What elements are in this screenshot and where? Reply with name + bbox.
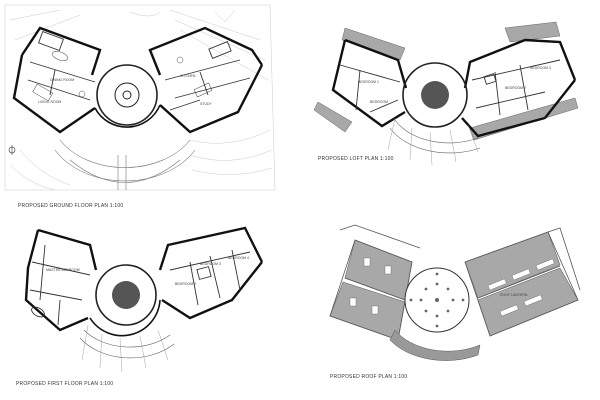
north-arrow xyxy=(8,145,16,155)
room-label: DINING ROOM xyxy=(50,78,75,82)
first-floor-caption: PROPOSED FIRST FLOOR PLAN 1:100 xyxy=(16,381,114,387)
loft-plan xyxy=(313,21,579,166)
loft-caption: PROPOSED LOFT PLAN 1:100 xyxy=(318,156,394,162)
room-label: STUDY xyxy=(200,102,212,106)
ground-floor-caption: PROPOSED GROUND FLOOR PLAN 1:100 xyxy=(18,203,124,209)
roof-lantern xyxy=(389,267,481,361)
ground-walls xyxy=(12,26,264,134)
room-label: ROOF LANTERN xyxy=(500,293,528,297)
loft-walls xyxy=(331,38,577,138)
roof-caption: PROPOSED ROOF PLAN 1:100 xyxy=(330,374,408,380)
first-floor-plan xyxy=(24,226,264,373)
room-label: BEDROOM 3 xyxy=(530,66,552,70)
room-label: MASTER BEDROOM xyxy=(46,268,80,272)
first-walls xyxy=(24,226,264,337)
roof-skylights xyxy=(349,257,555,317)
room-label: BEDROOM 3 xyxy=(200,262,222,266)
ground-partitions xyxy=(27,31,251,111)
loft-partitions xyxy=(339,59,561,116)
first-partitions xyxy=(29,244,251,326)
room-label: BEDROOM 2 xyxy=(175,282,197,286)
roof-plan xyxy=(329,224,581,361)
room-label: KITCHEN xyxy=(180,74,196,78)
loft-rotunda xyxy=(387,62,481,166)
room-label: LIVING ROOM xyxy=(38,100,62,104)
ground-rotunda xyxy=(96,64,158,126)
room-label: BEDROOM 4 xyxy=(228,256,250,260)
roof-outline xyxy=(329,224,581,341)
room-label: BEDROOM 1 xyxy=(358,80,380,84)
ground-furniture xyxy=(32,51,213,102)
ground-floor-plan xyxy=(4,4,276,191)
room-label: BEDROOM 2 xyxy=(505,86,527,90)
site-hatching xyxy=(4,4,276,191)
first-rotunda xyxy=(79,264,175,373)
driveway-arcs xyxy=(54,139,196,190)
room-label: BEDROOM xyxy=(370,100,389,104)
